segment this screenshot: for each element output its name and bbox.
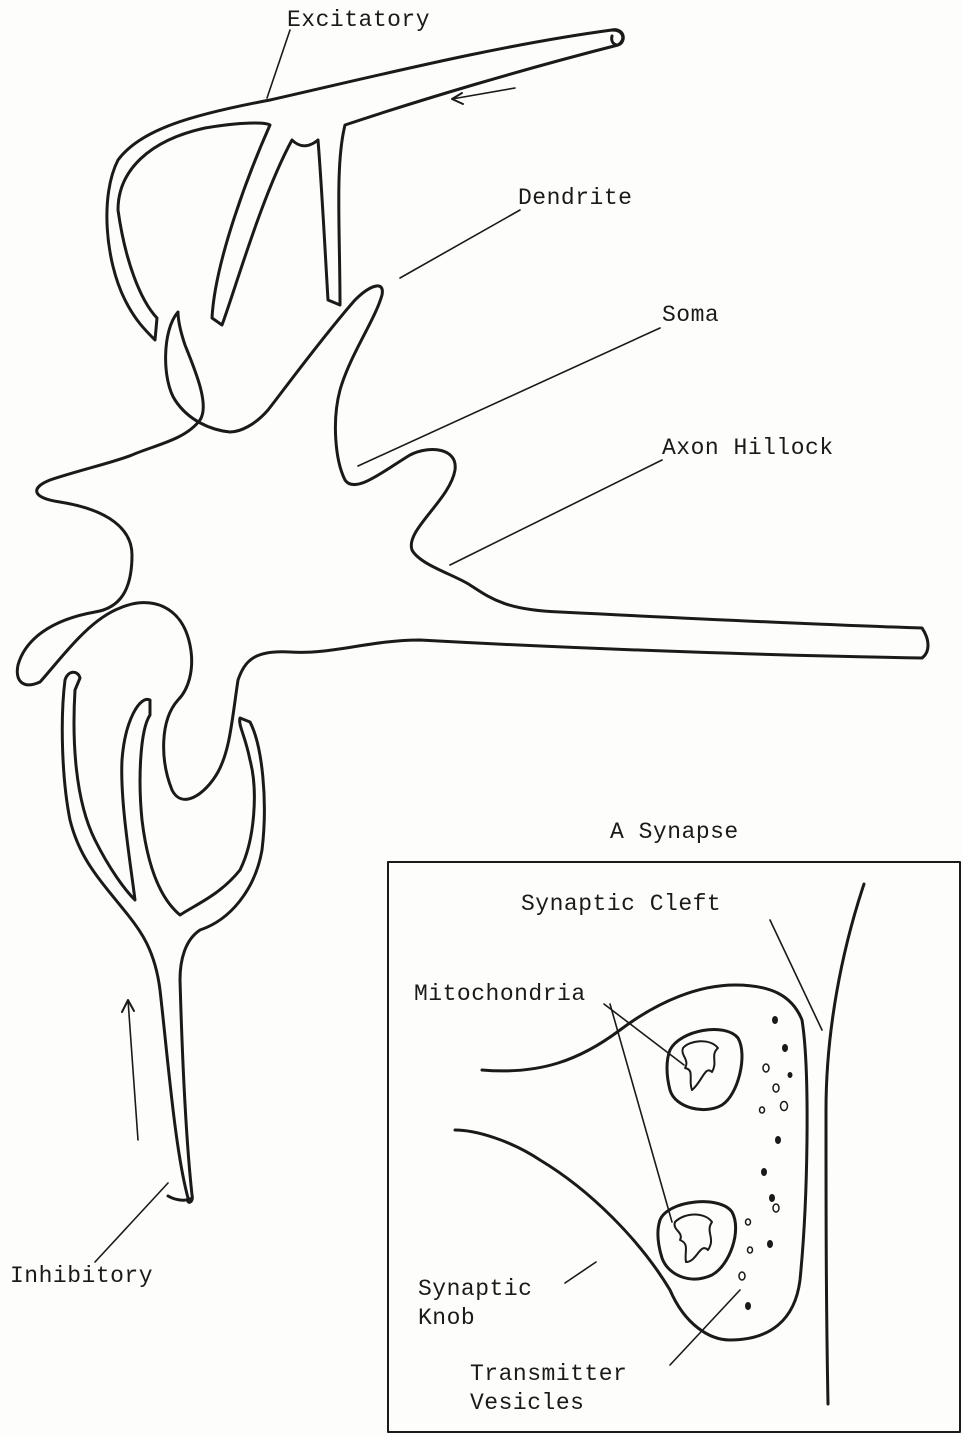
excitatory-leader [267,30,290,98]
soma-leader [358,328,660,466]
synaptic-cleft-label: Synaptic Cleft [521,890,721,919]
mitochondria-label: Mitochondria [414,980,586,1009]
vesicle [767,1240,773,1248]
dendrite-leader [400,210,520,278]
synaptic-knob-label-line2: Knob [418,1304,475,1333]
vesicle [761,1168,767,1176]
transmitter-vesicles-leader [670,1290,740,1365]
transmitter-vesicles-label-line2: Vesicles [470,1389,584,1418]
vesicle [773,1204,779,1212]
transmitter-vesicles-label-line1: Transmitter [470,1360,627,1389]
soma-label: Soma [662,301,719,330]
dendrite-label: Dendrite [518,184,632,213]
vesicle [769,1194,775,1202]
mitochondria-leader-lower [610,1004,672,1222]
vesicle [775,1136,781,1144]
inhibitory-arrow-shaft [128,1000,138,1140]
vesicle [745,1302,751,1310]
synapse-box [388,862,960,1432]
vesicle [760,1107,765,1113]
inhibitory-label: Inhibitory [10,1262,153,1291]
soma-outline [17,286,928,799]
vesicle [739,1272,745,1280]
vesicle [782,1044,788,1052]
axon-hillock-label: Axon Hillock [662,434,834,463]
vesicle [763,1064,769,1072]
vesicle [781,1102,788,1111]
synaptic-cleft-leader [770,920,822,1030]
vesicle [772,1016,778,1024]
mitochondrion-upper-inner [682,1041,718,1090]
synaptic-knob-leader [565,1262,596,1283]
vesicle [773,1084,779,1092]
excitatory-label: Excitatory [287,6,430,35]
mitochondrion-lower-inner [675,1215,712,1263]
inhibitory-leader [95,1183,168,1262]
vesicle [788,1072,793,1078]
vesicle [746,1219,751,1225]
vesicle [748,1247,753,1253]
synaptic-knob-label-line1: Synaptic [418,1275,532,1304]
postsynaptic-membrane [826,884,864,1404]
axon-hillock-leader [450,460,662,565]
synapse-title: A Synapse [610,818,739,847]
